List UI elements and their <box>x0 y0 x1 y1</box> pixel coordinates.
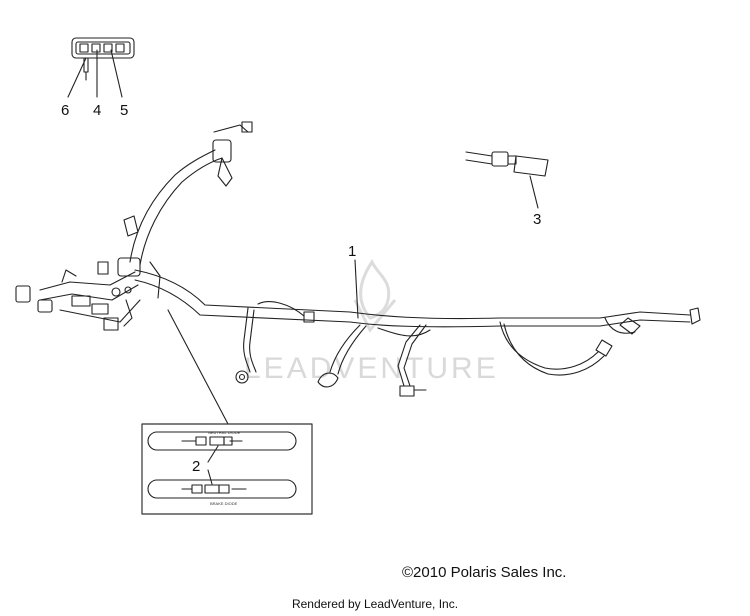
diode-inset-box <box>141 423 313 515</box>
inset-label-neutral: NEUTRAL DIODE <box>208 430 241 435</box>
callout-5: 5 <box>120 102 128 119</box>
watermark-text: LEADVENTURE <box>244 352 499 385</box>
connector-part-3 <box>465 151 549 209</box>
lower-left-branch <box>235 301 315 384</box>
callout-1: 1 <box>348 243 356 260</box>
main-harness-trunk <box>134 269 701 335</box>
rendered-by-text: Rendered by LeadVenture, Inc. <box>291 597 459 611</box>
center-lower-branches <box>317 324 431 397</box>
leader-line-inset <box>167 309 229 425</box>
left-connector-cluster <box>15 257 161 331</box>
right-lower-branch <box>499 321 613 376</box>
upper-harness-branch <box>123 121 253 266</box>
callout-4: 4 <box>93 102 101 119</box>
callout-2: 2 <box>192 458 200 475</box>
copyright-text: ©2010 Polaris Sales Inc. <box>402 564 567 581</box>
callout-6: 6 <box>61 102 69 119</box>
watermark-flame-logo <box>353 258 397 333</box>
inset-label-brake: BRAKE DIODE <box>210 501 238 506</box>
watermark: LEADVENTURE <box>244 258 499 385</box>
leader-line-1 <box>354 259 359 319</box>
callout-3: 3 <box>533 211 541 228</box>
connector-four-pin <box>67 37 135 98</box>
